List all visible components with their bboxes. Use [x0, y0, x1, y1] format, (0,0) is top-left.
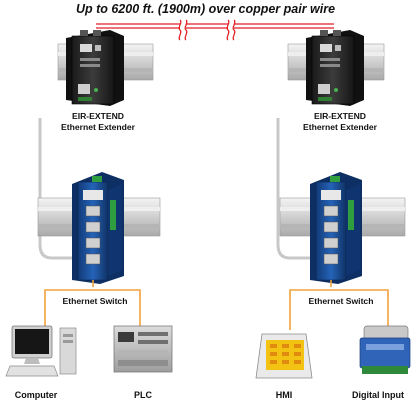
- extender-left-label: EIR-EXTEND Ethernet Extender: [48, 111, 148, 132]
- switch-left-label: Ethernet Switch: [62, 296, 128, 306]
- switch-right-label: Ethernet Switch: [308, 296, 374, 306]
- extender-right-name: EIR-EXTEND: [313, 111, 367, 121]
- hmi-label: HMI: [275, 390, 293, 400]
- digital-input-device: [359, 325, 411, 374]
- cable-left-extender-to-switch: [38, 118, 80, 260]
- plc-device: [113, 325, 173, 373]
- extender-right-label: EIR-EXTEND Ethernet Extender: [290, 111, 390, 132]
- ethernet-switch-left-device: [72, 172, 124, 284]
- computer-device: [5, 325, 77, 377]
- hmi-device: [255, 333, 313, 379]
- plc-label: PLC: [134, 390, 152, 400]
- ethernet-cables-right: [289, 280, 389, 330]
- eir-extend-left-device: [66, 30, 124, 106]
- extender-left-subtitle: Ethernet Extender: [60, 121, 136, 132]
- digital-input-label: Digital Input: [352, 390, 404, 400]
- extender-left-name: EIR-EXTEND: [71, 111, 125, 121]
- computer-label: Computer: [14, 390, 58, 400]
- distance-caption: Up to 6200 ft. (1900m) over copper pair …: [75, 2, 336, 16]
- ethernet-cables-left: [44, 280, 141, 330]
- copper-pair-wire: [96, 19, 334, 41]
- ethernet-switch-right-device: [310, 172, 362, 284]
- eir-extend-right-device: [306, 30, 364, 106]
- extender-right-subtitle: Ethernet Extender: [302, 121, 378, 132]
- cable-right-extender-to-switch: [276, 118, 316, 260]
